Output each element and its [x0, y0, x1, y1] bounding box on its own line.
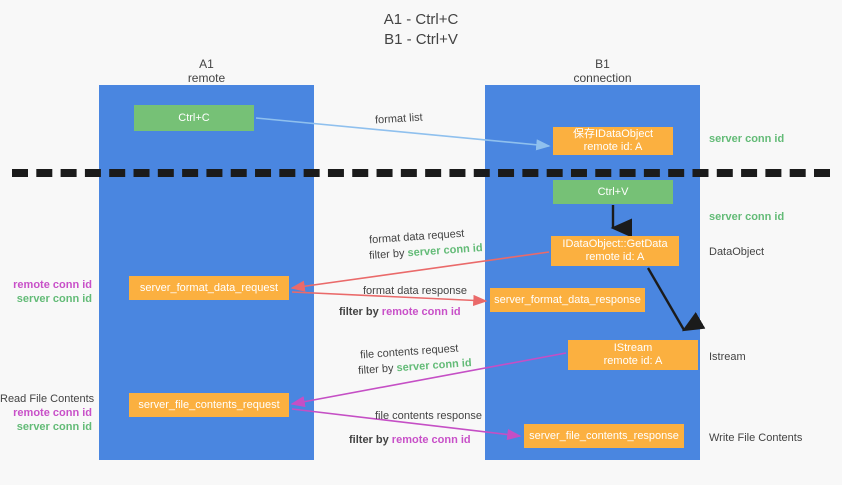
column-header-b1: B1 connection [520, 57, 685, 85]
filter-prefix: filter by [349, 434, 392, 446]
node-save-idataobject-line1: 保存IDataObject [572, 128, 654, 140]
note-dataobject: DataObject [709, 246, 765, 258]
node-server-format-data-response[interactable]: server_format_data_response [490, 288, 645, 312]
edge-label-format-data-response-filter: filter by remote conn id [339, 305, 461, 319]
title-line-1: A1 - Ctrl+C [383, 11, 459, 28]
note-read-file-contents-group: Read File Contents remote conn id server… [0, 392, 95, 434]
node-server-file-contents-request[interactable]: server_file_contents_request [129, 393, 289, 417]
node-istream[interactable]: IStream remote id: A [568, 340, 698, 370]
filter-prefix: filter by [357, 362, 397, 377]
edge-label-file-contents-response-filter: filter by remote conn id [349, 433, 471, 447]
column-a1-sub: remote [187, 71, 226, 85]
edge-label-format-data-response-text: format data response [363, 285, 467, 297]
note-format-server-conn-id: server conn id [16, 293, 92, 305]
note-write-file-contents: Write File Contents [709, 432, 803, 444]
node-server-format-data-response-label: server_format_data_response [494, 293, 641, 306]
node-getdata-line2: remote id: A [585, 251, 645, 263]
node-save-idataobject[interactable]: 保存IDataObject remote id: A [553, 127, 673, 155]
node-ctrl-v-label: Ctrl+V [597, 185, 629, 198]
node-ctrl-c[interactable]: Ctrl+C [134, 105, 254, 131]
node-save-idataobject-line2: remote id: A [583, 141, 643, 153]
node-server-file-contents-request-label: server_file_contents_request [138, 398, 280, 411]
node-server-format-data-request[interactable]: server_format_data_request [129, 276, 289, 300]
node-getdata-line1: IDataObject::GetData [562, 238, 668, 250]
note-server-conn-id-top: server conn id [709, 133, 785, 145]
column-b1-name: B1 [595, 57, 610, 71]
column-header-a1: A1 remote [124, 57, 289, 85]
filter-prefix: filter by [368, 247, 408, 262]
phase-divider [12, 169, 830, 177]
note-read-file-contents: Read File Contents [0, 393, 95, 405]
edge-label-format-data-response: format data response [363, 284, 467, 298]
note-server-conn-id-mid: server conn id [709, 211, 785, 223]
filter-key-remote-conn-id: remote conn id [381, 306, 461, 318]
edge-label-file-contents-response-text: file contents response [375, 410, 483, 422]
filter-prefix: filter by [339, 306, 382, 318]
node-server-file-contents-response-label: server_file_contents_response [529, 429, 679, 442]
edge-label-file-contents-response: file contents response [375, 409, 482, 423]
note-istream: Istream [709, 351, 746, 363]
node-istream-line1: IStream [613, 342, 653, 354]
filter-key-remote-conn-id: remote conn id [391, 434, 471, 446]
node-server-file-contents-response[interactable]: server_file_contents_response [524, 424, 684, 448]
note-format-remote-conn-id: remote conn id [13, 279, 92, 291]
edge-label-format-list-text: format list [374, 111, 424, 127]
filter-key-server-conn-id: server conn id [407, 242, 483, 260]
column-b1-sub: connection [573, 71, 632, 85]
column-a1-name: A1 [199, 57, 214, 71]
title-line-2: B1 - Ctrl+V [384, 31, 458, 48]
node-ctrl-v[interactable]: Ctrl+V [553, 180, 673, 204]
node-istream-line2: remote id: A [603, 355, 663, 367]
node-idataobject-getdata[interactable]: IDataObject::GetData remote id: A [551, 236, 679, 266]
filter-key-server-conn-id: server conn id [396, 357, 472, 375]
node-server-format-data-request-label: server_format_data_request [139, 281, 279, 294]
page-title: A1 - Ctrl+C B1 - Ctrl+V [0, 10, 842, 50]
note-format-data-conn-ids: remote conn id server conn id [0, 278, 92, 306]
edge-label-format-list: format list [375, 111, 423, 128]
note-read-server-conn-id: server conn id [16, 421, 92, 433]
note-read-remote-conn-id: remote conn id [13, 407, 92, 419]
node-ctrl-c-label: Ctrl+C [178, 111, 210, 124]
